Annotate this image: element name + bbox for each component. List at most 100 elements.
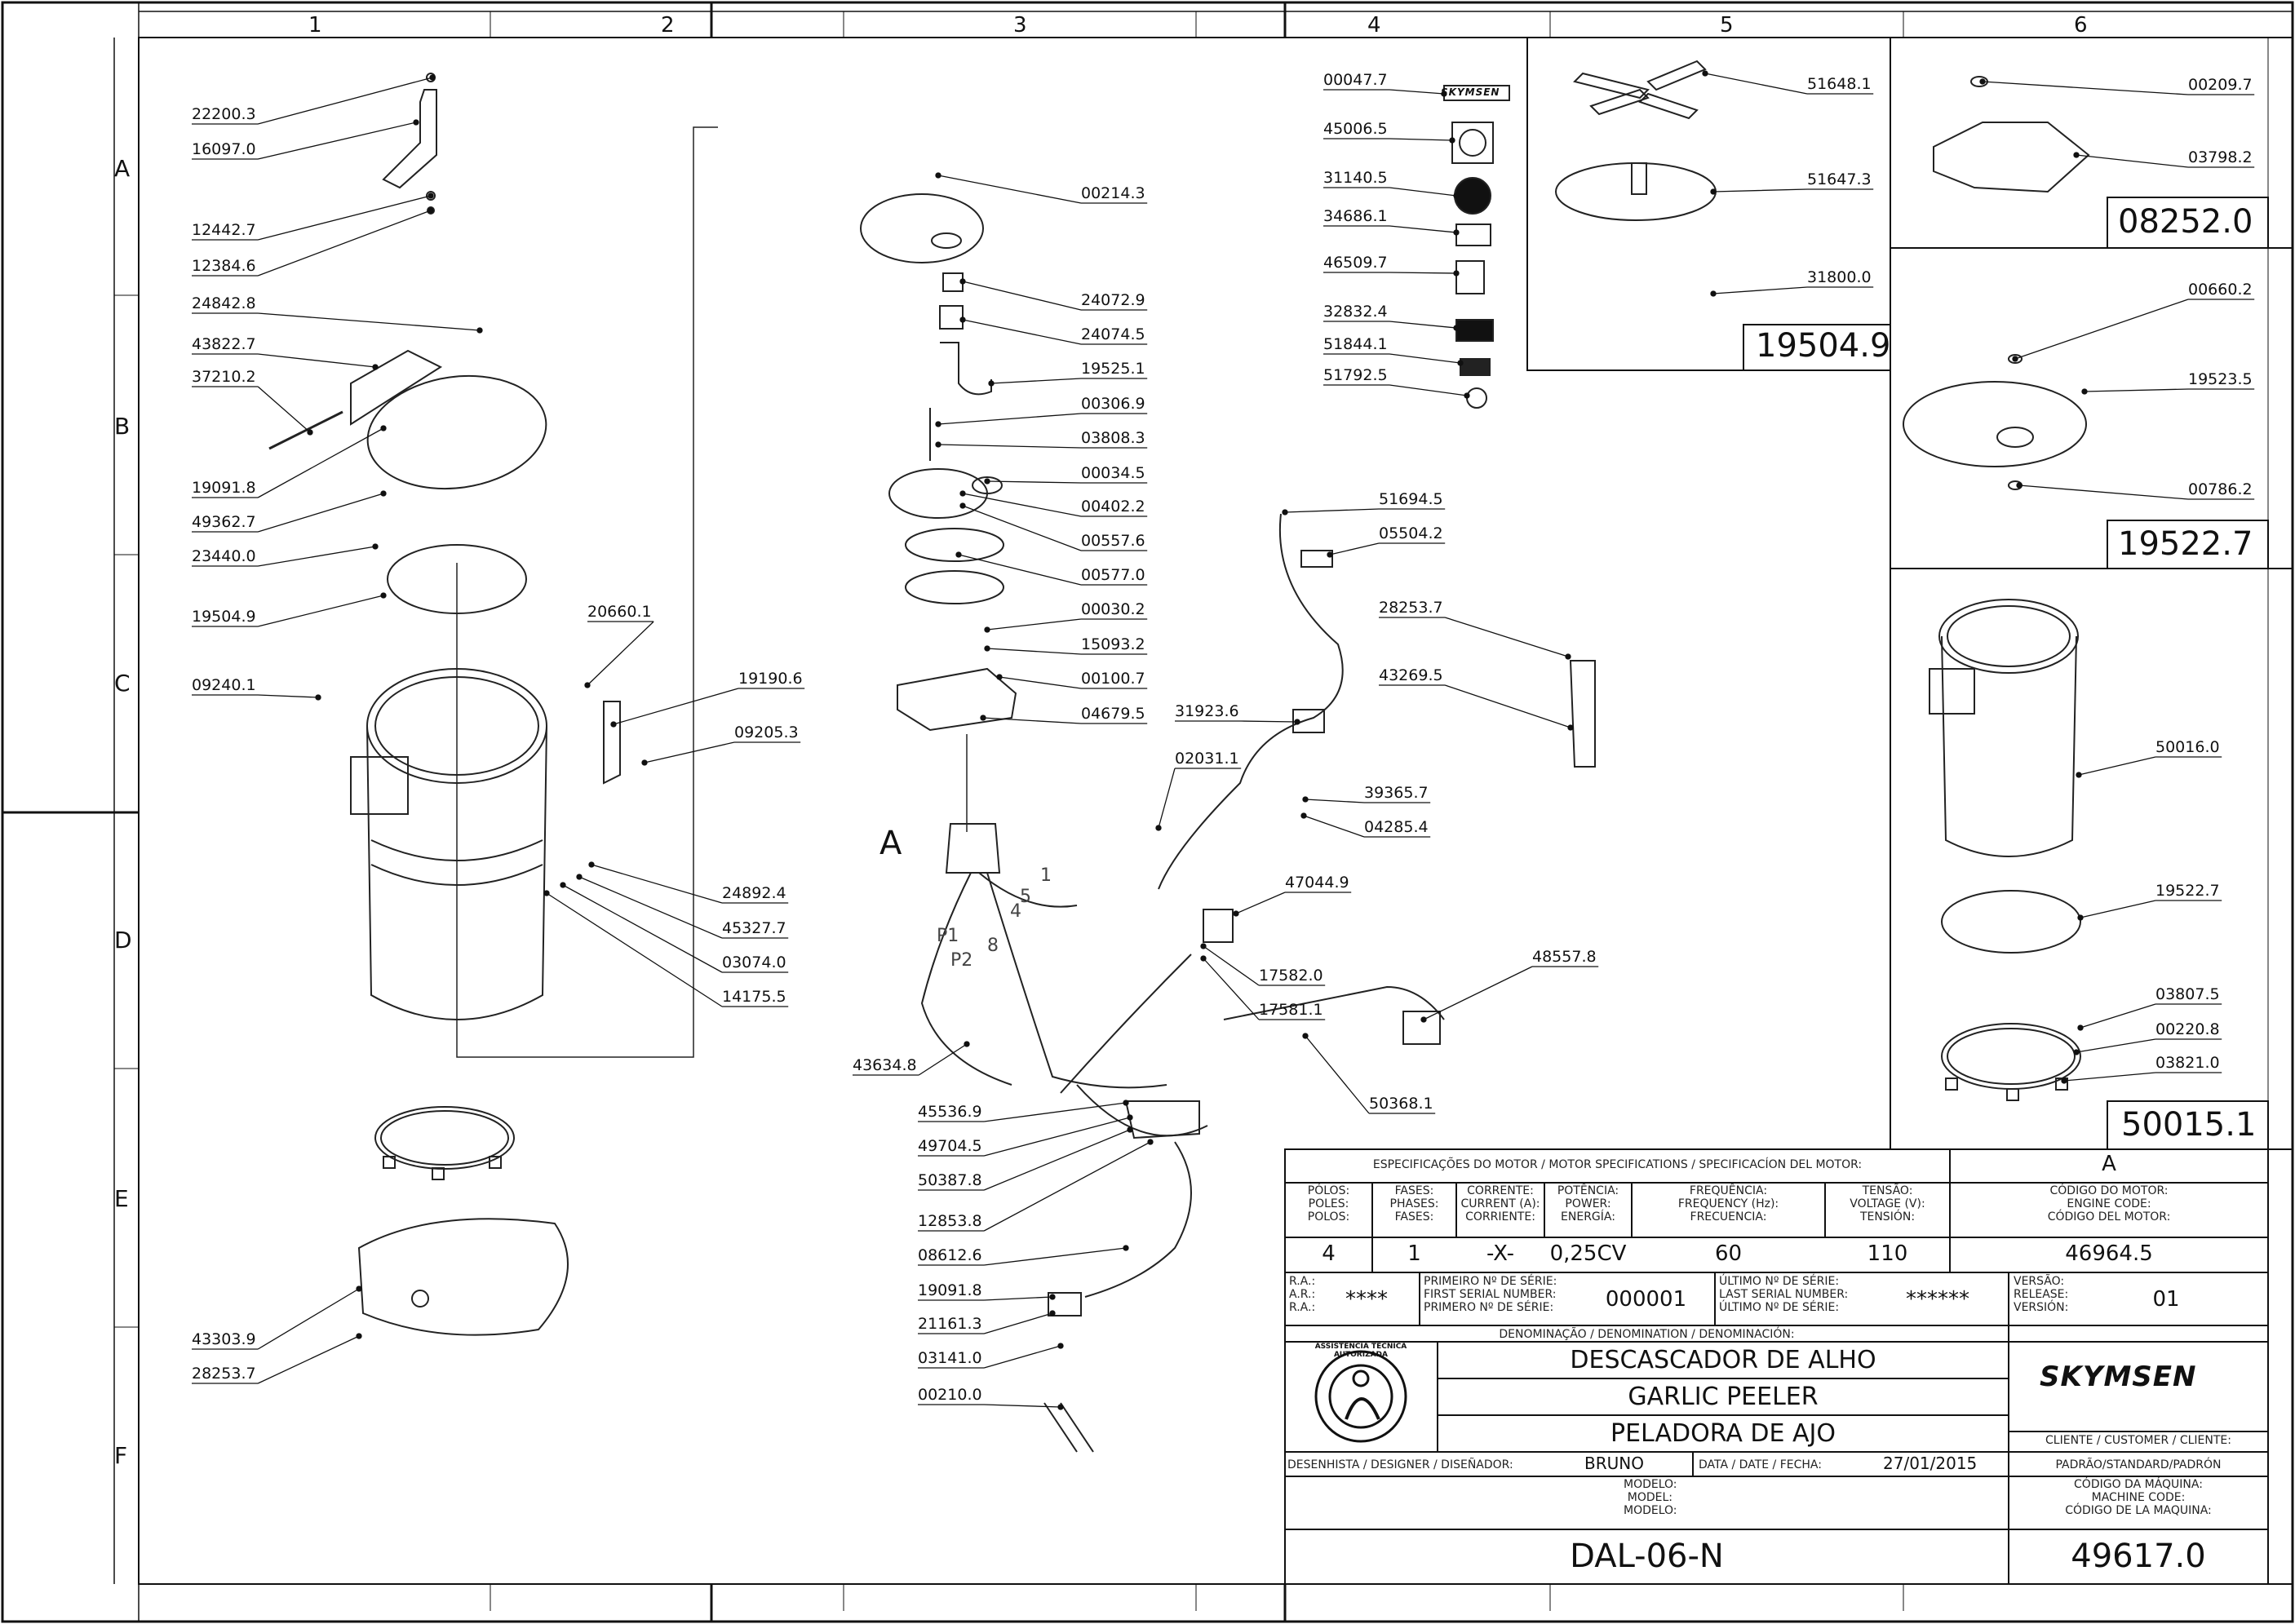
callout-leader-arrow bbox=[984, 645, 990, 652]
part-number-callout: 47044.9 bbox=[1285, 874, 1349, 892]
part-number-callout: 20660.1 bbox=[587, 603, 652, 621]
title-block-lines bbox=[1284, 1148, 2269, 1585]
part-number-callout: 00220.8 bbox=[2155, 1020, 2220, 1038]
grid-row-b: B bbox=[114, 413, 131, 440]
callout-leader-line bbox=[1305, 1035, 1436, 1114]
part-number-callout: 31800.0 bbox=[1807, 268, 1872, 286]
part-number-callout: 24072.9 bbox=[1081, 291, 1145, 309]
grid-row-c: C bbox=[114, 670, 131, 697]
callout-leader-line bbox=[937, 175, 1148, 204]
callout-leader-arrow bbox=[428, 192, 434, 199]
callout-leader-line bbox=[2084, 388, 2255, 392]
callout-leader-arrow bbox=[2061, 1078, 2067, 1084]
callout-leader-line bbox=[644, 741, 801, 763]
spec-val-phases: 1 bbox=[1407, 1241, 1421, 1266]
part-number-callout: 15093.2 bbox=[1081, 635, 1145, 653]
part-number-callout: 03808.3 bbox=[1081, 429, 1145, 447]
part-number-callout: 00306.9 bbox=[1081, 395, 1145, 413]
spec-head-phases: FASES: PHASES: FASES: bbox=[1389, 1184, 1439, 1224]
machine-code-label: CÓDIGO DA MÁQUINA: MACHINE CODE: CÓDIGO … bbox=[2065, 1478, 2212, 1517]
callout-leader-line bbox=[958, 554, 1148, 586]
callout-leader-line bbox=[192, 386, 311, 433]
callout-leader-line bbox=[1379, 617, 1569, 657]
callout-leader-arrow bbox=[2012, 356, 2018, 362]
part-number-callout: 24842.8 bbox=[192, 294, 256, 312]
first-serial-label: PRIMEIRO Nº DE SÉRIE: FIRST SERIAL NUMBE… bbox=[1424, 1275, 1557, 1314]
callout-leader-arrow bbox=[1123, 1245, 1129, 1251]
callout-leader-line bbox=[1284, 508, 1446, 513]
callout-leader-arrow bbox=[1453, 229, 1460, 236]
wire-number: P2 bbox=[950, 950, 973, 971]
part-number-callout: 00210.0 bbox=[918, 1386, 982, 1404]
right-kits-art bbox=[1903, 76, 2090, 1101]
first-serial-value: 000001 bbox=[1605, 1287, 1687, 1312]
callout-leader-arrow bbox=[984, 478, 990, 485]
part-number-callout: 51648.1 bbox=[1807, 75, 1872, 93]
callout-leader-arrow bbox=[1302, 1033, 1309, 1039]
callout-leader-line bbox=[1323, 272, 1457, 274]
callout-leader-line bbox=[192, 595, 384, 627]
last-serial-label: ÚLTIMO Nº DE SÉRIE: LAST SERIAL NUMBER: … bbox=[1719, 1275, 1849, 1314]
callout-leader-line bbox=[937, 444, 1148, 449]
callout-leader-arrow bbox=[959, 490, 966, 497]
part-number-callout: 14175.5 bbox=[722, 988, 786, 1006]
client-label: CLIENTE / CUSTOMER / CLIENTE: bbox=[2045, 1434, 2231, 1447]
callout-leader-arrow bbox=[588, 861, 595, 868]
model-value: DAL-06-N bbox=[1570, 1538, 1724, 1575]
callout-leader-line bbox=[2078, 756, 2222, 776]
callout-leader-arrow bbox=[959, 278, 966, 285]
part-number-callout: 00214.3 bbox=[1081, 184, 1145, 202]
callout-leader-arrow bbox=[935, 441, 941, 448]
callout-leader-arrow bbox=[1049, 1310, 1056, 1316]
callout-leader-arrow bbox=[2081, 388, 2088, 395]
part-number-callout: 43269.5 bbox=[1379, 666, 1443, 684]
callout-leader-arrow bbox=[307, 429, 313, 436]
denomination-label: DENOMINAÇÃO / DENOMINATION / DENOMINACIÓ… bbox=[1499, 1328, 1795, 1341]
designer-label: DESENHISTA / DESIGNER / DISEÑADOR: bbox=[1287, 1458, 1513, 1471]
part-number-callout: 19504.9 bbox=[192, 608, 256, 626]
part-number-callout: 51694.5 bbox=[1379, 490, 1443, 508]
part-number-callout: 50387.8 bbox=[918, 1171, 982, 1189]
part-number-callout: 45006.5 bbox=[1323, 120, 1388, 138]
spec-head-poles: PÓLOS: POLES: POLOS: bbox=[1307, 1184, 1350, 1224]
callout-leader-arrow bbox=[356, 1285, 362, 1292]
kit-19504-art bbox=[1555, 60, 1717, 221]
callout-leader-arrow bbox=[560, 882, 566, 888]
part-number-callout: 19190.6 bbox=[738, 670, 803, 688]
callout-leader-arrow bbox=[1567, 724, 1574, 731]
callout-leader-arrow bbox=[576, 874, 583, 880]
callout-leader-arrow bbox=[372, 364, 379, 370]
callout-leader-line bbox=[1323, 321, 1457, 329]
callout-leader-arrow bbox=[428, 207, 434, 214]
callout-leader-arrow bbox=[1147, 1139, 1154, 1145]
ra-label: R.A.: A.R.: R.A.: bbox=[1289, 1275, 1316, 1314]
part-number-callout: 03807.5 bbox=[2155, 985, 2220, 1003]
callout-leader-line bbox=[192, 1288, 360, 1350]
callout-leader-arrow bbox=[1702, 70, 1708, 77]
part-number-callout: 50368.1 bbox=[1369, 1095, 1433, 1113]
callout-leader-line bbox=[999, 676, 1148, 689]
callout-leader-line bbox=[918, 1129, 1131, 1191]
part-number-callout: 23440.0 bbox=[192, 547, 256, 565]
callout-leader-arrow bbox=[2077, 1024, 2084, 1031]
product-name-es: PELADORA DE AJO bbox=[1610, 1419, 1836, 1448]
callout-leader-arrow bbox=[2073, 1049, 2080, 1055]
part-number-callout: 12442.7 bbox=[192, 221, 256, 239]
callout-leader-arrow bbox=[1057, 1404, 1064, 1410]
callout-leader-line bbox=[2080, 900, 2222, 918]
product-name-pt: DESCASCADOR DE ALHO bbox=[1570, 1346, 1876, 1374]
callout-leader-line bbox=[2076, 1038, 2222, 1053]
callout-leader-line bbox=[918, 1117, 1131, 1157]
version-label: VERSÃO: RELEASE: VERSIÓN: bbox=[2014, 1275, 2069, 1314]
callout-leader-line bbox=[986, 618, 1148, 631]
callout-leader-line bbox=[2014, 299, 2255, 360]
spec-val-frequency: 60 bbox=[1714, 1241, 1743, 1266]
callout-leader-line bbox=[2063, 1072, 2222, 1082]
part-number-callout: 05504.2 bbox=[1379, 524, 1443, 542]
part-number-callout: 51647.3 bbox=[1807, 170, 1872, 188]
part-number-callout: 28253.7 bbox=[1379, 599, 1443, 617]
callout-leader-line bbox=[1712, 188, 1874, 192]
callout-leader-line bbox=[1982, 81, 2255, 95]
callout-leader-arrow bbox=[996, 674, 1003, 680]
